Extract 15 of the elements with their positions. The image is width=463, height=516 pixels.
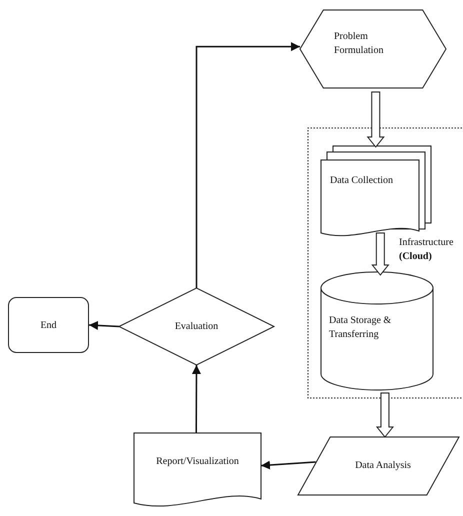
node-label: Data Analysis — [354, 459, 412, 472]
arrow — [192, 365, 201, 433]
arrow — [371, 232, 390, 276]
node-label: Problem Formulation — [334, 30, 384, 57]
node-label: Data Collection — [330, 174, 394, 188]
node-label: Evaluation — [174, 320, 220, 334]
node-label: Infrastructure (Cloud) — [399, 236, 454, 263]
arrow — [196, 42, 300, 288]
arrow — [260, 460, 316, 470]
node-label: Data Storage & Transferring — [329, 314, 392, 341]
node-label: End — [39, 319, 58, 332]
arrow — [366, 92, 385, 148]
node-label: Report/Visualization — [155, 455, 240, 468]
arrow — [376, 392, 394, 438]
arrow — [88, 320, 120, 330]
